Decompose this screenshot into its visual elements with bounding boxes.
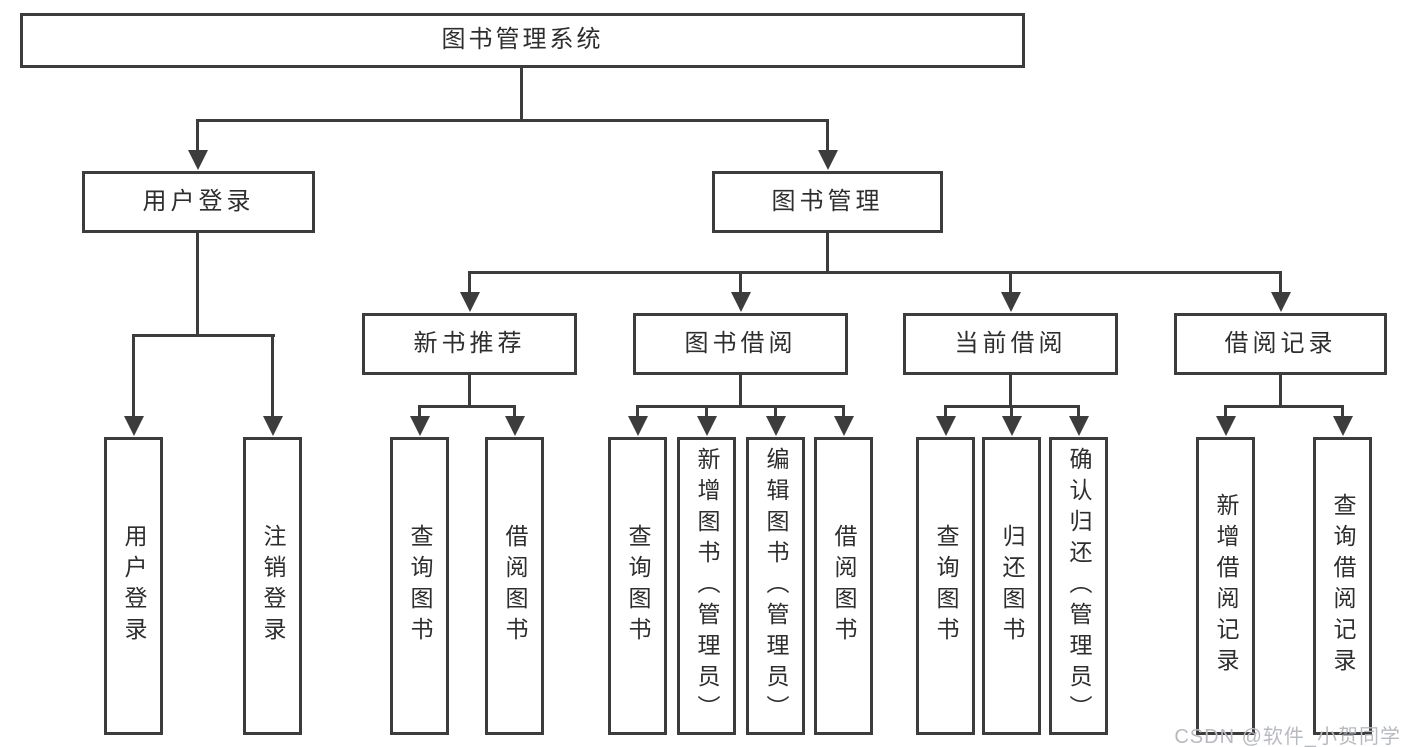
leaf-bb-add-books-label: 新增图书（管理员）: [694, 446, 720, 726]
connector-br-hline: [1224, 405, 1344, 408]
arrow-to-nbr-borrow: [513, 406, 516, 417]
node-root-system: 图书管理系统: [20, 13, 1025, 68]
connector-user-login-stem: [196, 233, 199, 337]
leaf-cb-return-books-label: 归还图书: [999, 524, 1025, 648]
leaf-br-add-record-label: 新增借阅记录: [1213, 493, 1239, 679]
csdn-watermark: CSDN @软件_小贺同学: [1174, 726, 1401, 747]
leaf-logout-label: 注销登录: [260, 524, 286, 648]
leaf-cb-query-books-label: 查询图书: [933, 524, 959, 648]
leaf-logout: 注销登录: [243, 437, 302, 735]
connector-nbr-hline: [418, 405, 516, 408]
leaf-cb-confirm-return: 确认归还（管理员）: [1049, 437, 1108, 735]
arrow-to-bb-edit: [774, 406, 777, 417]
node-user-login-label: 用户登录: [142, 187, 255, 215]
leaf-bb-borrow-books: 借阅图书: [814, 437, 873, 735]
connector-bb-stem: [739, 375, 742, 408]
node-root-system-label: 图书管理系统: [441, 26, 604, 54]
node-borrowing-records-label: 借阅记录: [1224, 329, 1337, 357]
leaf-br-query-record: 查询借阅记录: [1313, 437, 1372, 735]
leaf-bb-edit-books-label: 编辑图书（管理员）: [763, 446, 789, 726]
arrow-to-leaf-logout: [271, 334, 274, 417]
connector-root-stem: [520, 68, 523, 121]
node-book-management: 图书管理: [712, 171, 943, 233]
arrow-to-borrowing-records: [1279, 272, 1282, 293]
leaf-user-login: 用户登录: [104, 437, 163, 735]
node-book-borrowing: 图书借阅: [633, 313, 848, 375]
connector-level1-hline: [196, 119, 829, 122]
arrow-to-bb-query: [636, 406, 639, 417]
arrow-to-new-book-recommend: [468, 272, 471, 293]
leaf-nbr-borrow-books: 借阅图书: [485, 437, 544, 735]
connector-book-management-stem: [826, 233, 829, 274]
node-current-borrowing: 当前借阅: [903, 313, 1118, 375]
leaf-cb-confirm-return-label: 确认归还（管理员）: [1066, 446, 1092, 726]
leaf-bb-borrow-books-label: 借阅图书: [831, 524, 857, 648]
arrow-to-br-query: [1341, 406, 1344, 417]
arrow-to-book-borrowing: [739, 272, 742, 293]
node-new-book-recommend: 新书推荐: [362, 313, 577, 375]
arrow-to-bb-borrow: [842, 406, 845, 417]
connector-cb-stem: [1009, 375, 1012, 408]
leaf-bb-query-books-label: 查询图书: [625, 524, 651, 648]
arrow-to-nbr-query: [418, 406, 421, 417]
leaf-nbr-borrow-books-label: 借阅图书: [502, 524, 528, 648]
arrow-to-leaf-user-login: [132, 334, 135, 417]
arrow-to-book-management: [826, 119, 829, 151]
connector-user-login-hline: [132, 334, 275, 337]
leaf-cb-return-books: 归还图书: [982, 437, 1041, 735]
leaf-br-add-record: 新增借阅记录: [1196, 437, 1255, 735]
node-current-borrowing-label: 当前借阅: [954, 329, 1067, 357]
leaf-br-query-record-label: 查询借阅记录: [1330, 493, 1356, 679]
node-book-borrowing-label: 图书借阅: [684, 329, 797, 357]
leaf-nbr-query-books-label: 查询图书: [407, 524, 433, 648]
leaf-bb-edit-books: 编辑图书（管理员）: [746, 437, 805, 735]
arrow-to-br-add: [1224, 406, 1227, 417]
arrow-to-cb-query: [944, 406, 947, 417]
arrow-to-user-login: [196, 119, 199, 151]
leaf-bb-query-books: 查询图书: [608, 437, 667, 735]
arrow-to-cb-return: [1010, 406, 1013, 417]
leaf-nbr-query-books: 查询图书: [390, 437, 449, 735]
connector-bb-hline: [636, 405, 845, 408]
node-borrowing-records: 借阅记录: [1174, 313, 1387, 375]
connector-nbr-stem: [468, 375, 471, 408]
leaf-cb-query-books: 查询图书: [916, 437, 975, 735]
leaf-user-login-label: 用户登录: [121, 524, 147, 648]
connector-br-stem: [1279, 375, 1282, 408]
node-new-book-recommend-label: 新书推荐: [413, 329, 526, 357]
leaf-bb-add-books: 新增图书（管理员）: [677, 437, 736, 735]
arrow-to-cb-confirm: [1077, 406, 1080, 417]
arrow-to-bb-add: [705, 406, 708, 417]
connector-level2-hline: [468, 271, 1282, 274]
node-user-login: 用户登录: [82, 171, 315, 233]
arrow-to-current-borrowing: [1009, 272, 1012, 293]
node-book-management-label: 图书管理: [771, 187, 884, 215]
